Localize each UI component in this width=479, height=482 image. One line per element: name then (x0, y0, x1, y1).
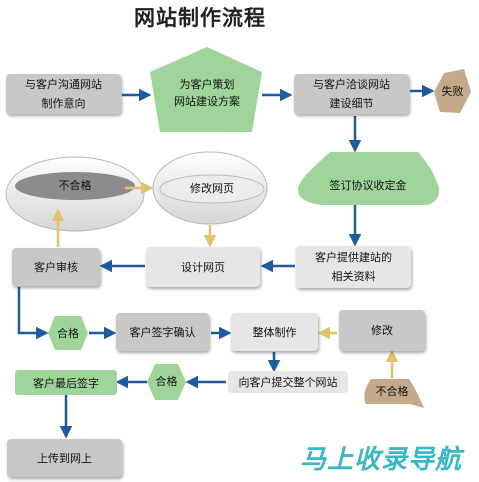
pass-hexagon-2 (147, 364, 186, 400)
final-sign-box: 客户最后签字 (15, 370, 117, 395)
overall-build-box: 整体制作 (231, 313, 318, 351)
fail-label: 失败 (441, 85, 464, 98)
plan-pentagon (150, 47, 262, 132)
upload-box: 上传到网上 (7, 439, 122, 477)
modify-box: 修改 (339, 310, 425, 351)
page-title: 网站制作流程 (134, 6, 266, 30)
reject-oval-inner (15, 172, 135, 200)
revise-oval-inner (159, 174, 265, 204)
pass-hexagon-1 (48, 316, 88, 350)
reject-label-1: 不合格 (58, 179, 92, 192)
confirm-sign-box: 客户签字确认 (116, 313, 209, 351)
fail-hexagon (434, 69, 471, 113)
pass-label-1: 合格 (57, 327, 79, 340)
revise-page-label: 修改网页 (190, 182, 234, 195)
sign-agreement-label: 签订协议收定金 (329, 179, 407, 192)
sign-agreement-shape (298, 152, 440, 205)
provide-info-box: 客户提供建站的 相关资料 (296, 246, 411, 288)
design-page-box: 设计网页 (146, 247, 260, 287)
plan-label: 为客户策划 网站建设方案 (174, 78, 240, 108)
customer-review-box: 客户审核 (12, 248, 100, 286)
negotiate-box: 与客户洽谈网站 建设细节 (294, 74, 409, 114)
arrow-review-pass (17, 287, 49, 340)
communicate-box: 与客户沟通网站 制作意向 (6, 74, 121, 114)
submit-site-box: 向客户提交整个网站 (228, 371, 348, 393)
pass-label-2: 合格 (155, 375, 178, 388)
reject-label-2: 不合格 (375, 385, 409, 398)
watermark-logo: 马上收录导航 (300, 445, 463, 475)
reject-shape-2 (364, 379, 424, 408)
